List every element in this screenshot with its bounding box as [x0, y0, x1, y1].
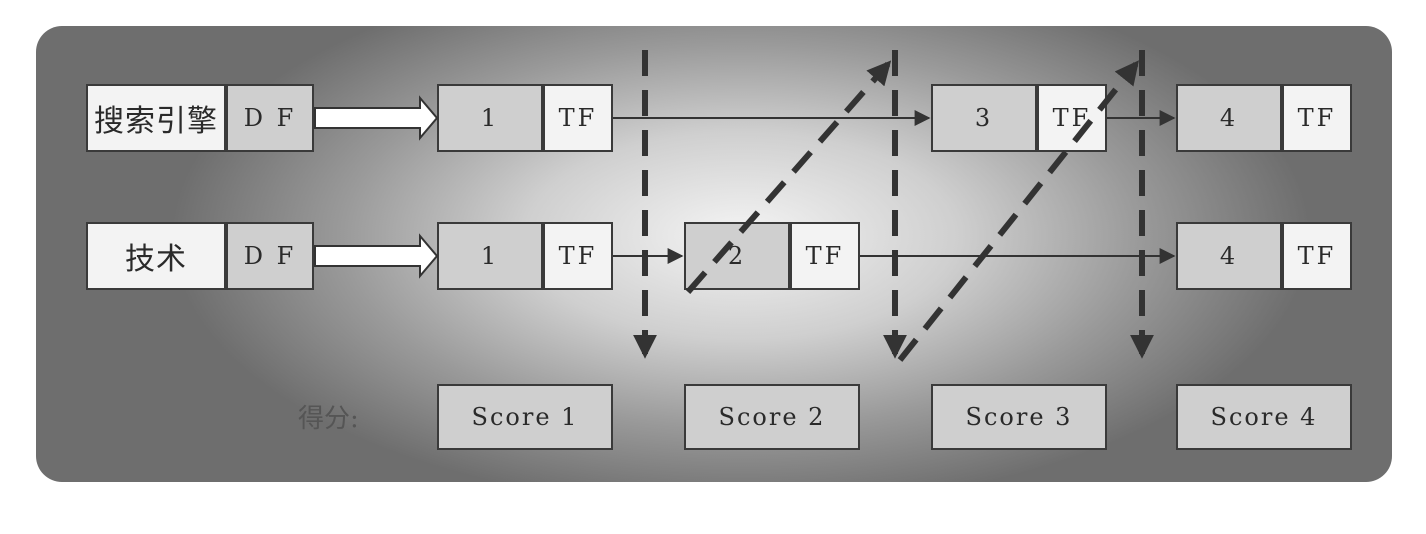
- row2-doc4-tf: TF: [1282, 222, 1352, 290]
- score-label: 得分:: [298, 404, 359, 434]
- score-2-box: Score 2: [684, 384, 860, 450]
- row2-doc1-tf: TF: [543, 222, 613, 290]
- row1-doc1-tf: TF: [543, 84, 613, 152]
- term-search-engine: 搜索引擎: [86, 84, 226, 152]
- row2-hollow-arrow: [314, 233, 439, 279]
- score-1-box: Score 1: [437, 384, 613, 450]
- row1-doc4-tf: TF: [1282, 84, 1352, 152]
- row1-doc4: 4: [1176, 84, 1282, 152]
- term-technology: 技术: [86, 222, 226, 290]
- score-4-box: Score 4: [1176, 384, 1352, 450]
- row1-doc3-tf: TF: [1037, 84, 1107, 152]
- row2-doc2-tf: TF: [790, 222, 860, 290]
- dashed-diagonal-2: [897, 60, 1139, 362]
- row2-df: D F: [226, 222, 314, 290]
- dashed-diagonal-1: [685, 60, 892, 294]
- score-3-box: Score 3: [931, 384, 1107, 450]
- row1-doc3: 3: [931, 84, 1037, 152]
- row2-doc1: 1: [437, 222, 543, 290]
- row1-df: D F: [226, 84, 314, 152]
- row2-doc4: 4: [1176, 222, 1282, 290]
- row1-hollow-arrow: [314, 95, 439, 141]
